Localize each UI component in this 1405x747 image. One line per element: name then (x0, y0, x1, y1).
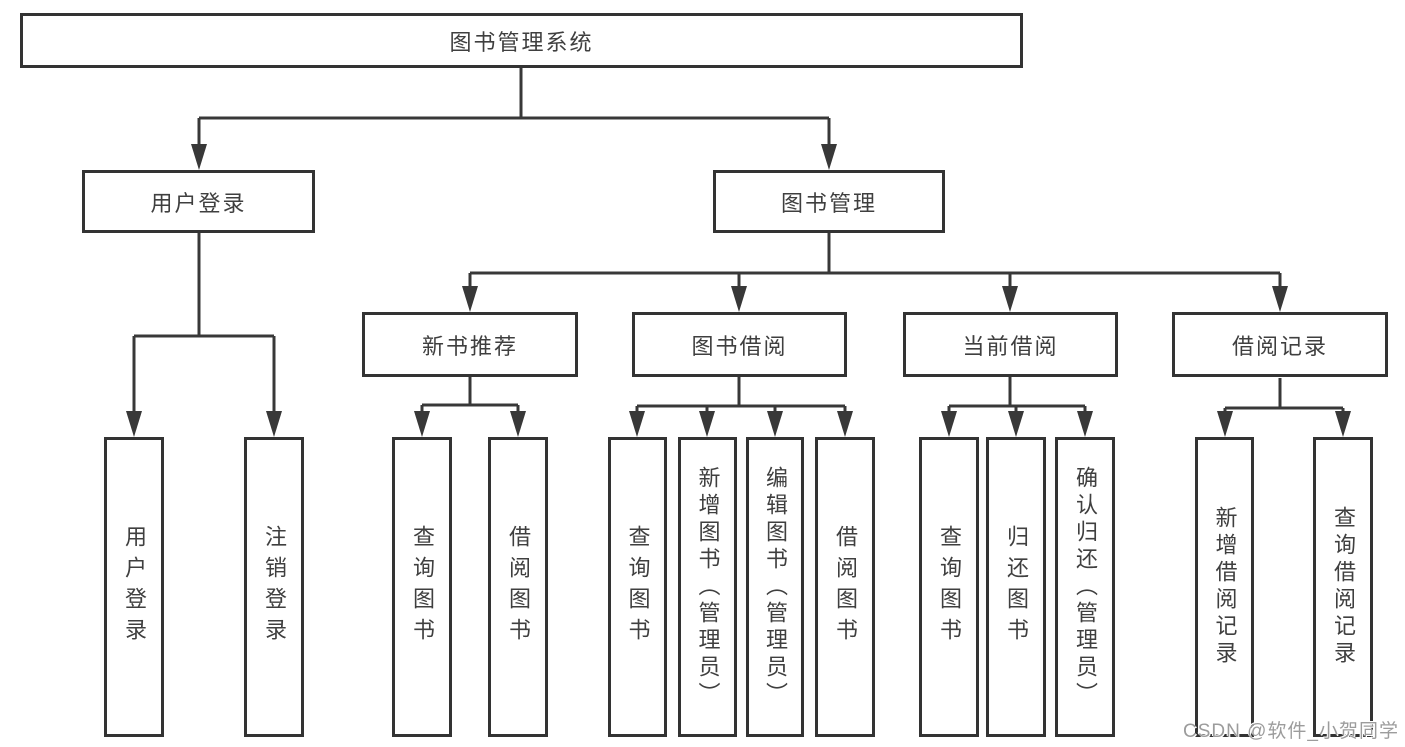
node-new-book-recommend: 新书推荐 (362, 312, 578, 377)
node-current-borrowing: 当前借阅 (903, 312, 1118, 377)
leaf-add-book-admin: 新增图书（管理员） (678, 437, 737, 737)
leaf-query-books-3-label: 查询图书 (937, 525, 962, 649)
leaf-borrow-books-2: 借阅图书 (815, 437, 875, 737)
leaf-borrow-books-1: 借阅图书 (488, 437, 548, 737)
leaf-borrow-books-1-label: 借阅图书 (506, 525, 531, 649)
leaf-return-books-label: 归还图书 (1004, 525, 1029, 649)
leaf-logout-label: 注销登录 (262, 525, 287, 649)
leaf-edit-book-admin-label: 编辑图书（管理员） (763, 465, 788, 709)
leaf-add-borrow-record-label: 新增借阅记录 (1212, 506, 1238, 668)
node-borrowing-records: 借阅记录 (1172, 312, 1388, 377)
leaf-query-books-1: 查询图书 (392, 437, 452, 737)
leaf-confirm-return-admin: 确认归还（管理员） (1055, 437, 1115, 737)
leaf-return-books: 归还图书 (986, 437, 1046, 737)
leaf-query-books-2: 查询图书 (608, 437, 667, 737)
watermark: CSDN @软件_小贺同学 (1183, 721, 1399, 742)
node-user-login: 用户登录 (82, 170, 315, 233)
node-book-management: 图书管理 (713, 170, 945, 233)
node-library-system: 图书管理系统 (20, 13, 1023, 68)
node-book-borrowing: 图书借阅 (632, 312, 847, 377)
leaf-query-books-2-label: 查询图书 (625, 525, 651, 649)
leaf-user-login-label: 用户登录 (122, 525, 147, 649)
leaf-add-borrow-record: 新增借阅记录 (1195, 437, 1254, 737)
leaf-edit-book-admin: 编辑图书（管理员） (746, 437, 804, 737)
leaf-query-borrow-record: 查询借阅记录 (1313, 437, 1373, 737)
leaf-add-book-admin-label: 新增图书（管理员） (695, 465, 721, 709)
leaf-query-borrow-record-label: 查询借阅记录 (1331, 506, 1356, 668)
leaf-confirm-return-admin-label: 确认归还（管理员） (1073, 465, 1098, 709)
leaf-query-books-1-label: 查询图书 (410, 525, 435, 649)
leaf-borrow-books-2-label: 借阅图书 (833, 525, 858, 649)
leaf-user-login: 用户登录 (104, 437, 164, 737)
leaf-logout: 注销登录 (244, 437, 304, 737)
leaf-query-books-3: 查询图书 (919, 437, 979, 737)
